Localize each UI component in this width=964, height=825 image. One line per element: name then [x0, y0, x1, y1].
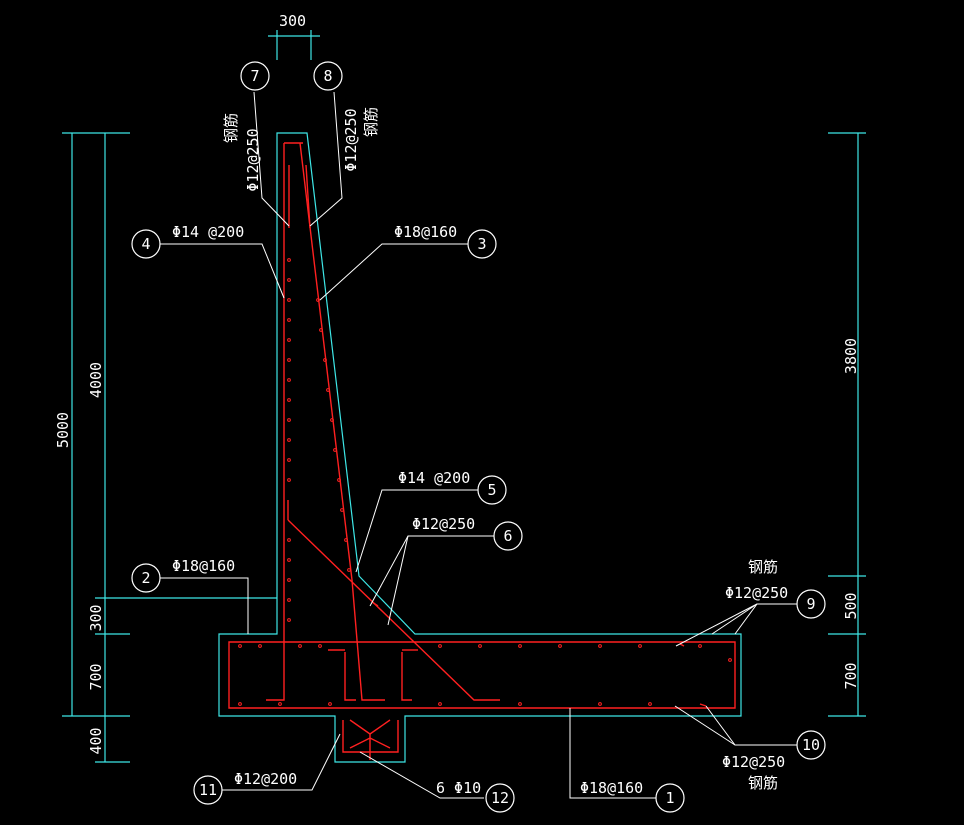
callout-note: 钢筋: [748, 774, 778, 792]
dim-base-thickness: 700: [87, 663, 105, 690]
callout-spec: 6 Φ10: [436, 779, 481, 797]
callout-spec: Φ12@250: [342, 108, 360, 171]
callout-spec: Φ18@160: [394, 223, 457, 241]
callout-spec: Φ18@160: [172, 557, 235, 575]
callout-id: 11: [199, 781, 217, 799]
callout-11: 11 Φ12@200: [193, 770, 297, 805]
callout-note: 钢筋: [222, 113, 240, 143]
dim-top-width: 300: [279, 12, 306, 30]
callout-spec: Φ18@160: [580, 779, 643, 797]
callout-note: 钢筋: [748, 558, 778, 576]
dim-right-step: 500: [842, 592, 860, 619]
callout-spec: Φ12@250: [412, 515, 475, 533]
callout-id: 3: [477, 235, 486, 253]
callout-spec: Φ14 @200: [172, 223, 244, 241]
callout-id: 9: [806, 595, 815, 613]
callout-spec: Φ12@250: [725, 584, 788, 602]
dim-wall-height: 4000: [87, 362, 105, 398]
callout-id: 5: [487, 481, 496, 499]
callout-8: 8 Φ12@250 钢筋: [313, 61, 380, 172]
dim-key-depth: 400: [87, 727, 105, 754]
callout-id: 7: [250, 67, 259, 85]
callout-7: 7 Φ12@250 钢筋: [222, 61, 270, 192]
callout-9: 9 Φ12@250 钢筋: [725, 558, 826, 619]
callout-6: 6 Φ12@250: [412, 515, 523, 551]
dim-base-step: 300: [87, 604, 105, 631]
callout-id: 12: [491, 789, 509, 807]
callout-id: 1: [665, 789, 674, 807]
callout-10: 10 Φ12@250 钢筋: [722, 730, 826, 792]
callout-id: 4: [141, 235, 150, 253]
dim-right-height: 3800: [842, 338, 860, 374]
callout-note: 钢筋: [362, 107, 380, 137]
callout-spec: Φ12@250: [722, 753, 785, 771]
callout-spec: Φ12@250: [244, 128, 262, 191]
callout-id: 8: [323, 67, 332, 85]
dim-right-base: 700: [842, 662, 860, 689]
wall-outline: [218, 132, 742, 763]
dim-total-height: 5000: [54, 412, 72, 448]
callout-2: 2 Φ18@160: [131, 557, 235, 593]
callout-spec: Φ14 @200: [398, 469, 470, 487]
dimension-lines: [62, 30, 866, 763]
rebar-dots: [238, 258, 732, 706]
callout-3: 3 Φ18@160: [394, 223, 497, 259]
callout-5: 5 Φ14 @200: [398, 469, 507, 505]
callout-spec: Φ12@200: [234, 770, 297, 788]
callout-id: 10: [802, 736, 820, 754]
callout-1: 1 Φ18@160: [580, 779, 685, 813]
callout-4: 4 Φ14 @200: [131, 223, 244, 259]
callout-12: 12 6 Φ10: [436, 779, 515, 813]
callout-id: 6: [503, 527, 512, 545]
callout-id: 2: [141, 569, 150, 587]
leader-lines: [160, 91, 797, 799]
